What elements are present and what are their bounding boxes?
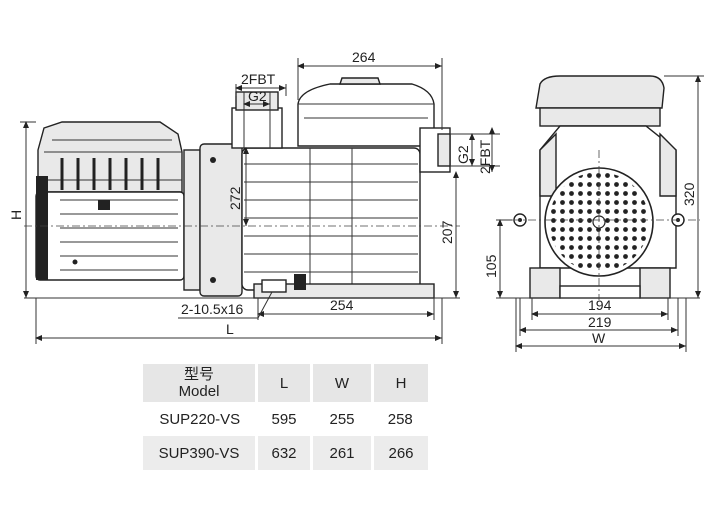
dim-254: 254: [330, 297, 354, 313]
header-h: H: [371, 364, 428, 402]
header-model-en: Model: [178, 383, 220, 400]
header-model: 型号 Model: [143, 364, 257, 402]
side-dimensions: 264 2FBT G2 G2 2FBT 272 207 H 254 2-10.5…: [8, 49, 500, 344]
dim-264: 264: [352, 49, 376, 65]
dim-272: 272: [227, 186, 243, 210]
end-dimensions: 320 105 194 219 W: [483, 75, 704, 352]
dim-holes: 2-10.5x16: [181, 301, 243, 317]
dim-194: 194: [588, 297, 612, 313]
dim-320: 320: [681, 182, 697, 206]
side-view: [24, 77, 460, 299]
pump-technical-drawing: 264 2FBT G2 G2 2FBT 272 207 H 254 2-10.5…: [8, 49, 704, 352]
row-model: SUP390-VS: [143, 436, 257, 470]
dim-219: 219: [588, 314, 612, 330]
row-l: 595: [256, 402, 312, 436]
row-l: 632: [255, 436, 312, 470]
header-model-cn: 型号: [183, 366, 214, 383]
row-w: 255: [311, 402, 373, 436]
row-h: 266: [371, 436, 428, 470]
dim-h: H: [8, 210, 24, 220]
spec-table: 型号 Model L W H SUP220-VS 595 255 258 SUP…: [143, 364, 428, 470]
dim-g2-inlet: G2: [248, 88, 267, 104]
header-l: L: [255, 364, 312, 402]
table-row: SUP220-VS 595 255 258: [143, 402, 428, 436]
dim-g2-outlet: G2: [455, 145, 471, 164]
row-model: SUP220-VS: [143, 402, 257, 436]
row-w: 261: [310, 436, 373, 470]
header-w: W: [310, 364, 373, 402]
row-h: 258: [372, 402, 428, 436]
table-header-row: 型号 Model L W H: [143, 364, 428, 402]
end-view: [496, 75, 700, 300]
dim-105: 105: [483, 254, 499, 278]
dim-w: W: [592, 330, 606, 346]
dim-l: L: [226, 321, 234, 337]
dim-2fbt-outlet: 2FBT: [477, 139, 493, 174]
dim-207: 207: [439, 220, 455, 244]
dim-2fbt-inlet: 2FBT: [241, 71, 276, 87]
table-row: SUP390-VS 632 261 266: [143, 436, 428, 470]
